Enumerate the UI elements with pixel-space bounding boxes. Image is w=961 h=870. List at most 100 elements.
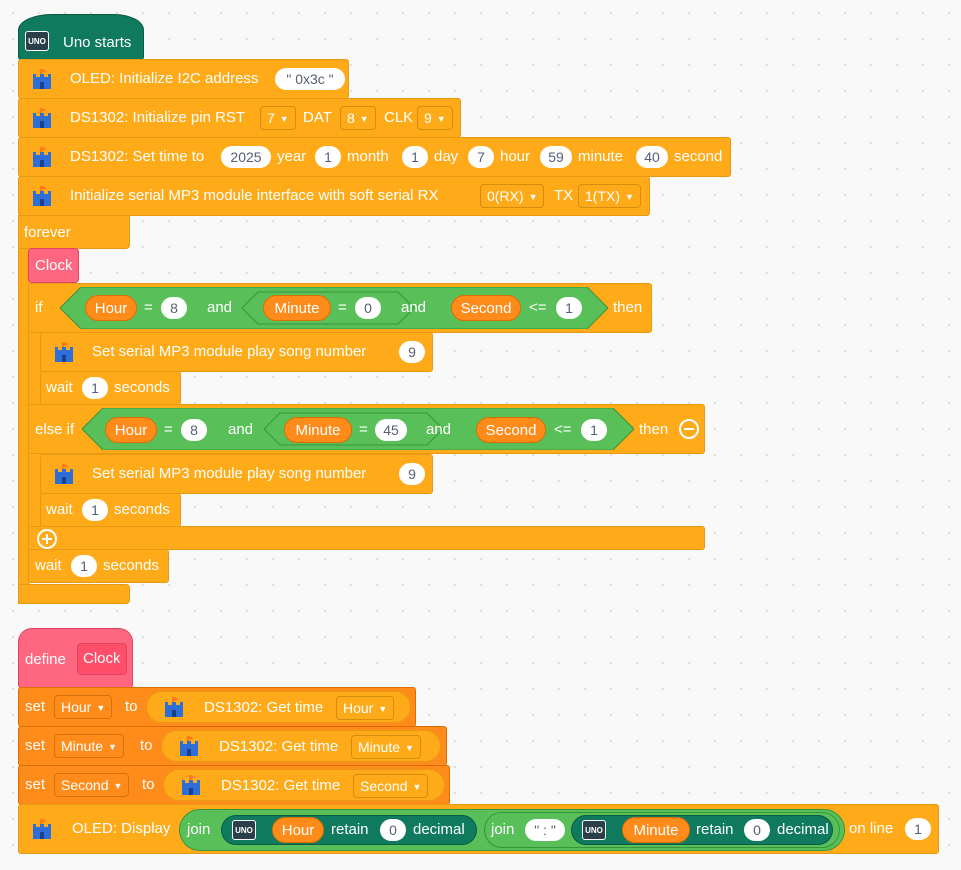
oled-display-label: OLED: Display: [72, 820, 171, 837]
retain-decimal-reporter[interactable]: UNO Minute retain 0 decimal: [571, 815, 833, 845]
second-compare-value[interactable]: 1: [581, 419, 607, 441]
wait-seconds-field[interactable]: 1: [82, 377, 108, 399]
ds1302-get-time-reporter[interactable]: DS1302: Get time Second▼: [163, 769, 445, 801]
minute-variable[interactable]: Minute: [263, 295, 331, 321]
wait-seconds-field[interactable]: 1: [71, 555, 97, 577]
mp3-init-block[interactable]: Initialize serial MP3 module interface w…: [18, 176, 650, 216]
retain-decimal-reporter[interactable]: UNO Hour retain 0 decimal: [221, 815, 477, 845]
forever-bottom-arm: [18, 584, 130, 604]
second-variable[interactable]: Second: [451, 295, 521, 321]
tx-pin-dropdown[interactable]: 1(TX)▼: [578, 184, 641, 208]
mp3-play-block[interactable]: Set serial MP3 module play song number 9: [40, 454, 433, 494]
hour-variable[interactable]: Hour: [85, 295, 137, 321]
equals-operator: =: [359, 421, 368, 438]
second-label: second: [674, 148, 723, 165]
and-operator: and: [401, 299, 427, 316]
get-time-label: DS1302: Get time: [219, 738, 339, 755]
if-label: if: [35, 299, 43, 316]
hour-compare-value[interactable]: 8: [181, 419, 207, 441]
rx-pin-dropdown[interactable]: 0(RX)▼: [480, 184, 545, 208]
uno-board-icon: UNO: [232, 820, 256, 840]
rst-pin-dropdown[interactable]: 7▼: [260, 106, 296, 130]
variable-dropdown[interactable]: Second▼: [54, 773, 130, 797]
castle-icon: [51, 340, 77, 366]
set-hour-block[interactable]: set Hour▼ to DS1302: Get time Hour▼: [18, 687, 416, 727]
castle-icon: [51, 462, 77, 488]
wait-block[interactable]: wait 1 seconds: [40, 371, 181, 405]
line-number-field[interactable]: 1: [905, 818, 931, 840]
castle-icon: [29, 67, 55, 93]
define-clock-hat[interactable]: define Clock: [18, 628, 133, 688]
play-song-label: Set serial MP3 module play song number: [92, 465, 367, 482]
second-compare-value[interactable]: 1: [556, 297, 582, 319]
minute-compare-value[interactable]: 0: [355, 297, 381, 319]
if-condition-shape[interactable]: [60, 287, 608, 329]
song-number-field[interactable]: 9: [399, 463, 425, 485]
time-field-dropdown[interactable]: Minute▼: [351, 735, 421, 759]
year-field[interactable]: 2025: [221, 146, 271, 168]
month-field[interactable]: 1: [315, 146, 341, 168]
join-label: join: [491, 821, 515, 838]
clk-pin-dropdown[interactable]: 9▼: [417, 106, 453, 130]
less-equal-operator: <=: [554, 421, 572, 438]
variable-dropdown[interactable]: Hour▼: [54, 695, 113, 719]
chevron-down-icon: ▼: [113, 781, 123, 791]
add-branch-icon[interactable]: [37, 529, 57, 549]
wait-label: wait: [46, 379, 73, 396]
hour-variable[interactable]: Hour: [105, 417, 157, 443]
equals-operator: =: [144, 299, 153, 316]
dat-pin-dropdown[interactable]: 8▼: [340, 106, 376, 130]
clock-call-block[interactable]: Clock: [28, 248, 79, 283]
remove-branch-icon[interactable]: [679, 419, 699, 439]
wait-label: wait: [35, 557, 62, 574]
set-minute-block[interactable]: set Minute▼ to DS1302: Get time Minute▼: [18, 726, 447, 766]
ds1302-get-time-reporter[interactable]: DS1302: Get time Minute▼: [161, 730, 441, 762]
chevron-down-icon: ▼: [625, 192, 634, 202]
hour-variable[interactable]: Hour: [272, 817, 324, 843]
wait-block-outer[interactable]: wait 1 seconds: [28, 549, 169, 583]
wait-seconds-field[interactable]: 1: [82, 499, 108, 521]
define-label: define: [25, 651, 66, 668]
separator-field[interactable]: " : ": [525, 819, 565, 841]
castle-icon: [29, 145, 55, 171]
mp3-play-block[interactable]: Set serial MP3 module play song number 9: [40, 332, 433, 372]
then-label: then: [639, 421, 669, 438]
oled-display-block[interactable]: OLED: Display join UNO Hour retain 0 dec…: [18, 804, 939, 854]
and-operator: and: [207, 299, 233, 316]
variable-dropdown[interactable]: Minute▼: [54, 734, 124, 758]
day-field[interactable]: 1: [402, 146, 428, 168]
oled-init-block[interactable]: OLED: Initialize I2C address " 0x3c ": [18, 59, 349, 99]
minute-field[interactable]: 59: [540, 146, 572, 168]
join-inner-reporter[interactable]: join " : " UNO Minute retain 0 decimal: [484, 812, 840, 848]
decimal-places-field[interactable]: 0: [744, 819, 770, 841]
minute-variable[interactable]: Minute: [622, 817, 690, 843]
forever-label: forever: [24, 224, 71, 241]
i2c-address-field[interactable]: " 0x3c ": [275, 68, 345, 90]
ds1302-init-block[interactable]: DS1302: Initialize pin RST 7▼ DAT 8▼ CLK…: [18, 98, 461, 138]
decimal-places-field[interactable]: 0: [380, 819, 406, 841]
time-field-dropdown[interactable]: Hour▼: [336, 696, 395, 720]
set-second-block[interactable]: set Second▼ to DS1302: Get time Second▼: [18, 765, 450, 805]
time-field-dropdown[interactable]: Second▼: [353, 774, 429, 798]
second-field[interactable]: 40: [636, 146, 668, 168]
minute-variable[interactable]: Minute: [284, 417, 352, 443]
month-label: month: [347, 148, 389, 165]
castle-icon: [29, 817, 55, 843]
hour-compare-value[interactable]: 8: [161, 297, 187, 319]
ds1302-get-time-reporter[interactable]: DS1302: Get time Hour▼: [146, 691, 411, 723]
join-outer-reporter[interactable]: join UNO Hour retain 0 decimal join " : …: [179, 809, 845, 851]
uno-board-icon: UNO: [582, 820, 606, 840]
wait-block[interactable]: wait 1 seconds: [40, 493, 181, 527]
minute-compare-value[interactable]: 45: [375, 419, 407, 441]
hour-label: hour: [500, 148, 531, 165]
ds1302-set-time-block[interactable]: DS1302: Set time to 2025 year 1 month 1 …: [18, 137, 731, 177]
song-number-field[interactable]: 9: [399, 341, 425, 363]
set-label: set: [25, 737, 46, 754]
clock-param-block[interactable]: Clock: [77, 643, 127, 675]
second-variable[interactable]: Second: [476, 417, 546, 443]
set-label: set: [25, 698, 46, 715]
chevron-down-icon: ▼: [528, 192, 538, 202]
forever-block[interactable]: forever: [18, 215, 130, 249]
hour-field[interactable]: 7: [468, 146, 494, 168]
uno-starts-hat[interactable]: UNO Uno starts: [18, 14, 144, 60]
